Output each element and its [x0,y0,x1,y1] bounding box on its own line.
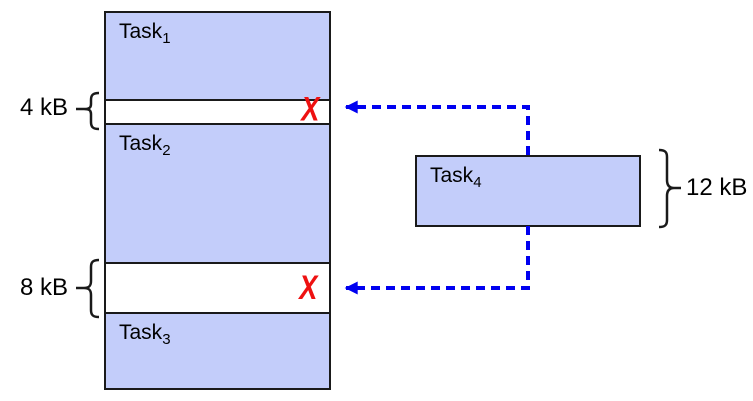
task2-label-subscript: 2 [162,142,171,160]
task3-label: Task3 [106,314,329,347]
task2-block: Task2 [104,123,331,264]
task1-label: Task1 [106,13,329,46]
task4-label: Task4 [417,157,639,190]
free-gap-8kb: X [104,262,331,314]
gap-8kb-size-label: 8 kB [19,274,68,301]
task1-block: Task1 [104,11,331,101]
cannot-fit-x-icon: X [301,90,320,129]
task1-label-text: Task [119,20,163,43]
task4-label-text: Task [430,164,474,187]
brace-8kb-icon [76,258,100,319]
arrow-to-8kb-gap [344,226,530,295]
arrow-to-4kb-gap [344,100,530,155]
free-gap-4kb: X [104,92,331,126]
gap-4kb-size-label: 4 kB [19,94,68,121]
brace-4kb-icon [76,91,100,131]
task1-label-subscript: 1 [162,30,171,48]
cannot-fit-x-icon: X [299,269,318,307]
brace-12kb-icon [658,148,681,229]
task4-size-label: 12 kB [686,174,748,201]
task2-label-text: Task [119,132,163,155]
task3-block: Task3 [104,312,331,390]
task2-label: Task2 [106,125,329,158]
task4-block: Task4 [415,155,641,227]
task4-label-subscript: 4 [473,174,482,192]
task3-label-subscript: 3 [162,331,171,349]
task3-label-text: Task [119,321,163,344]
